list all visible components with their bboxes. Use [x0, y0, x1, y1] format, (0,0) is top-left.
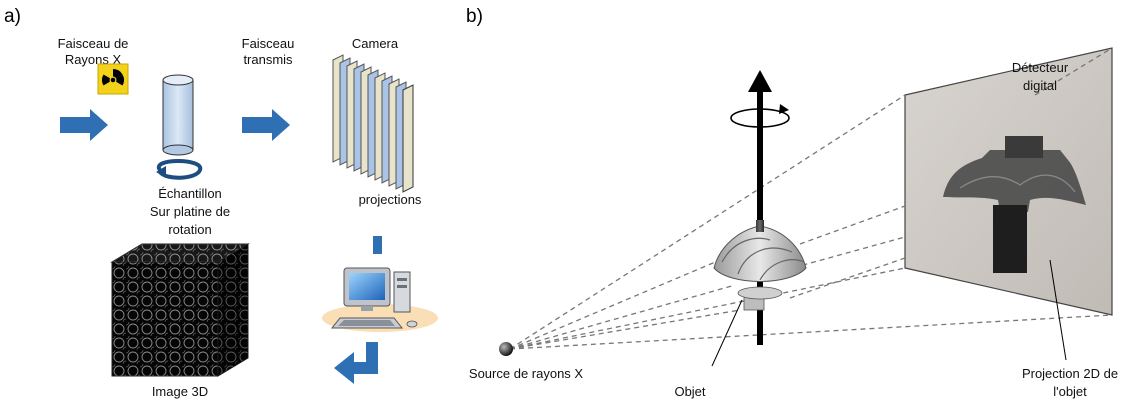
callout-lines	[711, 259, 1067, 367]
image3d-label: Image 3D	[151, 384, 209, 399]
source-label: Source de rayons X	[468, 366, 584, 381]
projection-label-line1: Projection 2D de	[1021, 366, 1119, 381]
beam-rays	[509, 47, 1113, 350]
transmitted-label-line2: transmis	[243, 52, 293, 67]
projection-stack-icon	[332, 54, 414, 193]
sample-label-line2: Sur platine de	[149, 204, 231, 219]
panel-a-letter: a)	[4, 6, 21, 27]
beam-label-line2: Rayons X	[64, 52, 122, 67]
detector-label-line2: digital	[1023, 78, 1057, 93]
3d-volume-icon	[110, 243, 250, 377]
detector-label-line1: Détecteur	[1011, 60, 1069, 75]
sample-cylinder-icon	[162, 74, 194, 156]
camera-label: Camera	[351, 36, 399, 51]
projections-label: projections	[358, 192, 422, 207]
projection-2d-image	[943, 136, 1086, 273]
rotation-arrow-icon	[156, 159, 203, 180]
beam-label-line1: Faisceau de	[57, 36, 129, 51]
sample-label-line1: Échantillon	[158, 186, 222, 201]
projection-label-line2: l'objet	[1053, 384, 1087, 399]
object-impeller	[713, 220, 807, 311]
sample-label-line3: rotation	[168, 222, 212, 237]
panel-a-diagram	[60, 54, 438, 384]
radiation-icon	[97, 63, 129, 95]
panel-b-letter: b)	[466, 6, 483, 27]
flow-connector	[373, 236, 382, 254]
incoming-beam-arrow-icon	[60, 109, 108, 141]
object-label: Objet	[674, 384, 706, 399]
rotation-direction-icon	[730, 104, 790, 128]
transmitted-label-line1: Faisceau	[241, 36, 295, 51]
return-arrow-icon	[334, 342, 378, 384]
transmitted-beam-arrow-icon	[242, 109, 290, 141]
computer-icon	[322, 267, 438, 332]
xray-source-icon	[499, 342, 513, 356]
